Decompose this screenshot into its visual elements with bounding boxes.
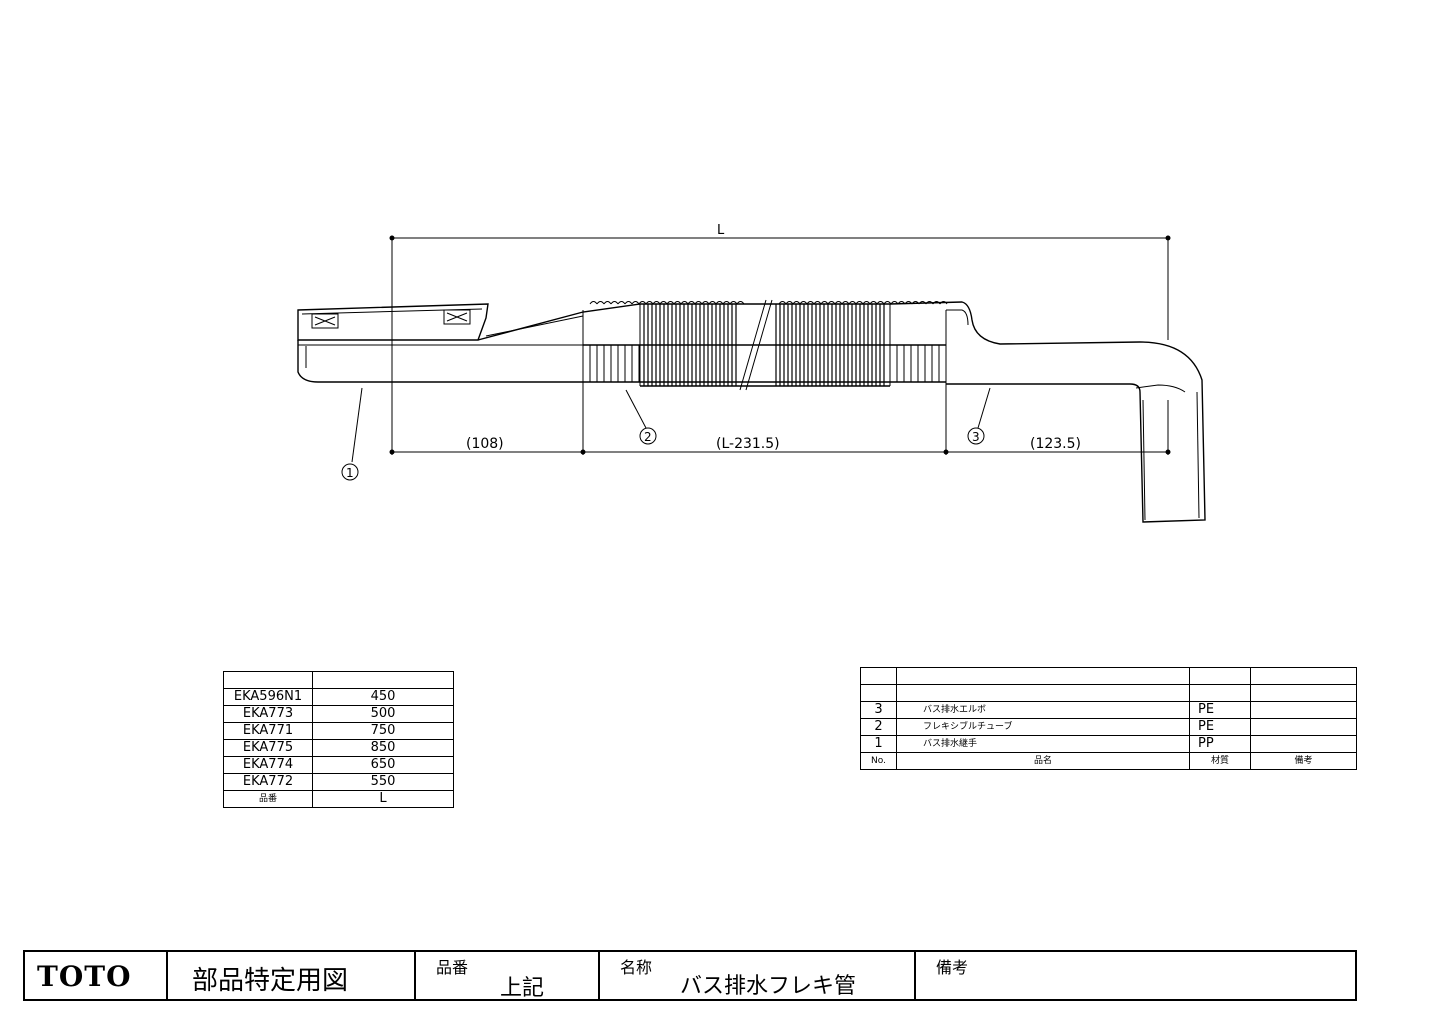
part-3-elbow xyxy=(889,301,1206,523)
logo-cell: TOTO xyxy=(25,952,168,999)
dim-overall-label: L xyxy=(717,223,725,238)
svg-text:2: 2 xyxy=(644,430,652,444)
callout-2: 2 xyxy=(625,389,657,445)
dim-middle-label: (L-231.5) xyxy=(716,436,780,452)
part-1-fitting xyxy=(297,303,641,383)
dimension-lower: (108) (L-231.5) (123.5) xyxy=(389,310,1171,455)
toto-logo: TOTO xyxy=(37,960,132,993)
name-cell: 名称 バス排水フレキ管 xyxy=(600,952,916,999)
remarks-label: 備考 xyxy=(936,958,969,977)
dimension-overall: L xyxy=(389,223,1171,455)
doc-title-cell: 部品特定用図 xyxy=(168,952,416,999)
svg-text:3: 3 xyxy=(972,430,980,444)
svg-text:1: 1 xyxy=(346,466,354,480)
title-block: TOTO 部品特定用図 品番 上記 名称 バス排水フレキ管 備考 xyxy=(23,950,1357,1001)
name-label: 名称 xyxy=(620,958,653,977)
dim-left-label: (108) xyxy=(466,436,504,452)
part-no-label: 品番 xyxy=(436,958,469,977)
corrugations xyxy=(589,301,948,386)
part-no-cell: 品番 上記 xyxy=(416,952,600,1001)
callout-1: 1 xyxy=(341,387,363,481)
remarks-cell: 備考 xyxy=(916,952,1355,999)
callout-3: 3 xyxy=(967,387,991,445)
dim-right-label: (123.5) xyxy=(1030,436,1081,452)
part-2-flex-tube xyxy=(583,299,948,391)
name-value: バス排水フレキ管 xyxy=(680,974,857,999)
doc-title: 部品特定用図 xyxy=(192,966,349,996)
part-no-value: 上記 xyxy=(500,976,545,1001)
table-header: No.品名材質備考 xyxy=(860,752,1357,770)
